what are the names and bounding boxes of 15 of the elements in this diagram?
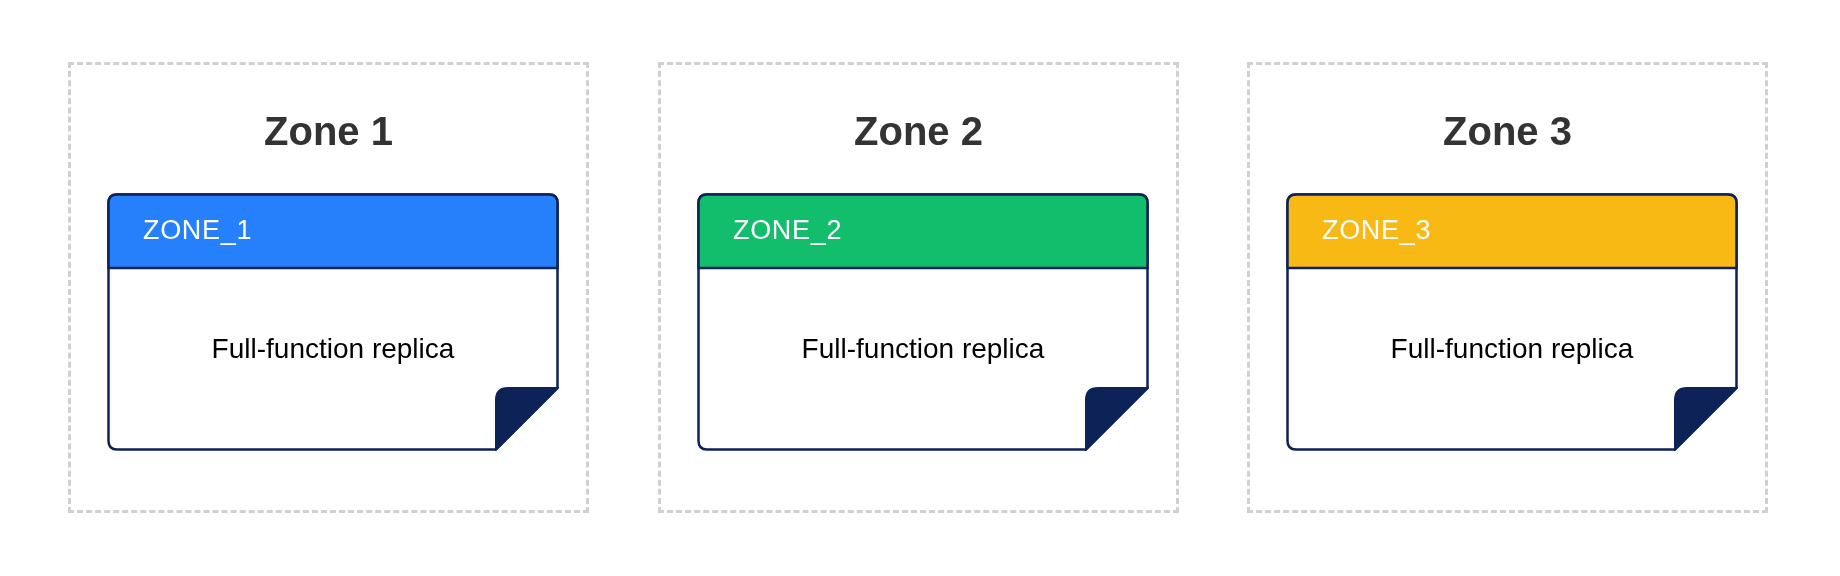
document-card [1286,193,1738,451]
card-body-text: Full-function replica [801,332,1045,366]
card-body-text: Full-function replica [211,332,455,366]
document-card [697,193,1149,451]
card-header-text: ZONE_3 [1322,214,1432,248]
zone-title: Zone 3 [1443,108,1572,155]
card-header-text: ZONE_2 [733,214,843,248]
zone-container [658,62,1179,513]
zone-title: Zone 2 [854,108,983,155]
card-body-text: Full-function replica [1390,332,1634,366]
zone-title: Zone 1 [264,108,393,155]
zone-container [68,62,589,513]
card-header-text: ZONE_1 [143,214,253,248]
document-card [107,193,559,451]
zone-container [1247,62,1768,513]
